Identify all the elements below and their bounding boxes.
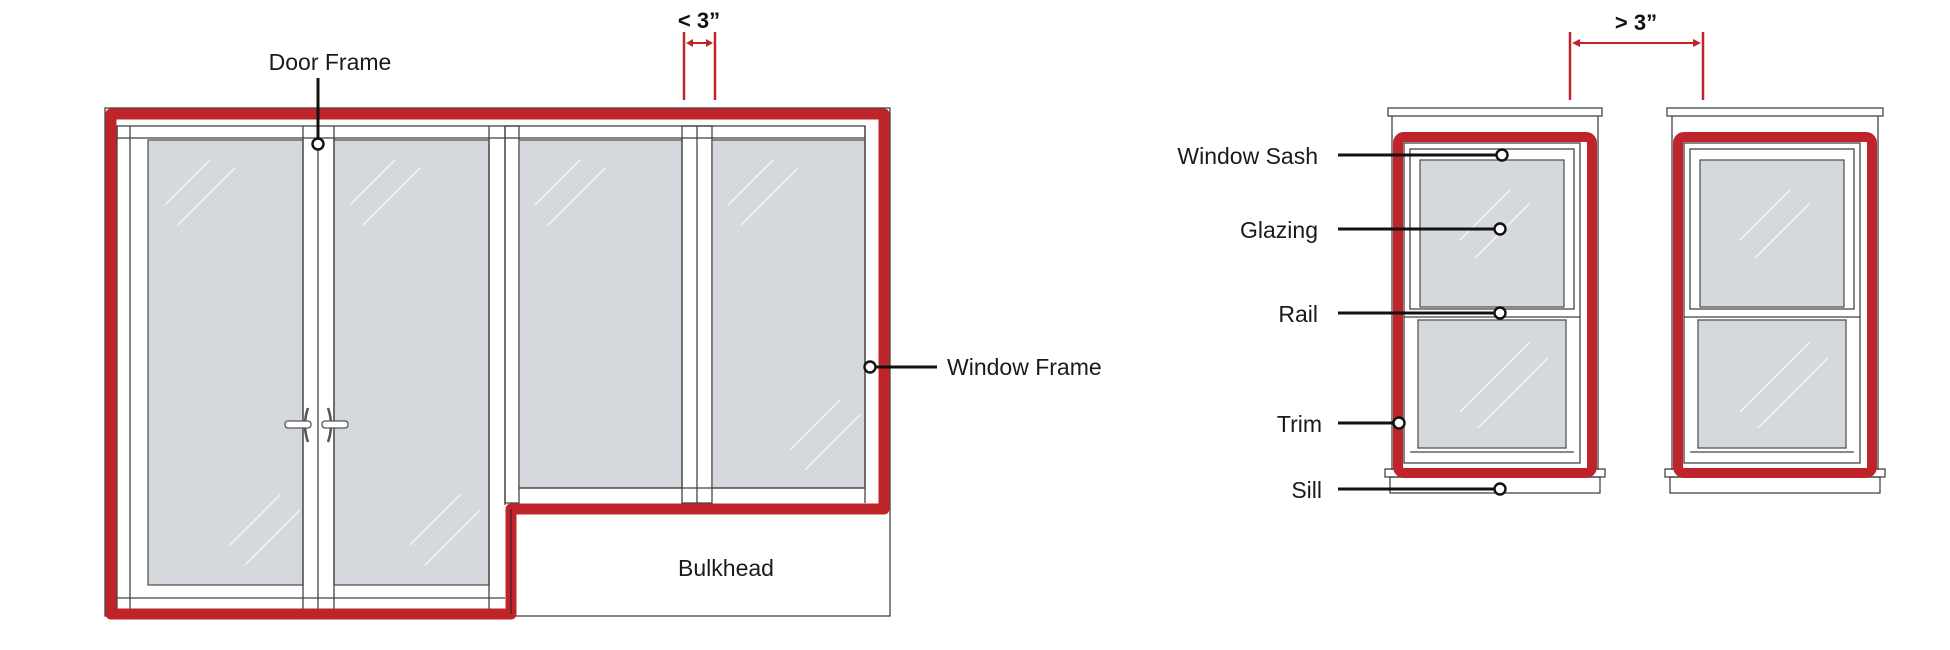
sill-label: Sill	[1291, 477, 1322, 503]
door-frame-marker	[311, 137, 325, 151]
window-part-callouts: Window Sash Glazing Rail Trim Sill	[1177, 143, 1509, 503]
window-sash-label: Window Sash	[1177, 143, 1318, 169]
door-glass-left	[147, 139, 304, 586]
trim-marker	[1392, 416, 1406, 430]
rail-label: Rail	[1278, 301, 1318, 327]
window-frame-marker	[863, 360, 877, 374]
door-glass-right	[333, 139, 490, 586]
window-sash-marker	[1495, 148, 1509, 162]
sill-marker	[1493, 482, 1507, 496]
gap-dimension-large	[1568, 32, 1705, 100]
bulkhead-label: Bulkhead	[678, 555, 774, 581]
upper-glazing-left	[1419, 159, 1565, 308]
lower-glazing-left	[1417, 319, 1567, 449]
trim-label: Trim	[1277, 411, 1322, 437]
window-glass-1	[518, 139, 683, 489]
glass-reflections	[164, 159, 861, 566]
door-handles-icon	[284, 407, 349, 443]
rail-marker	[1493, 306, 1507, 320]
glazing-marker	[1493, 222, 1507, 236]
gap-dimension-small	[682, 32, 717, 100]
lower-glazing-right	[1697, 319, 1847, 449]
dimension-label-small: < 3”	[678, 8, 720, 33]
double-hung-window-left	[1384, 107, 1606, 494]
highlighted-sash-left	[1393, 132, 1597, 478]
highlighted-sash-right	[1673, 132, 1877, 478]
upper-glazing-right	[1699, 159, 1845, 308]
dimension-label-large: > 3”	[1615, 10, 1657, 35]
double-hung-window-right	[1664, 107, 1886, 494]
window-frame-label: Window Frame	[947, 354, 1102, 380]
storefront-elevation: < 3” Door Frame Window Frame Bulkhead	[104, 8, 1102, 620]
glazing-label: Glazing	[1240, 217, 1318, 243]
window-glass-2	[711, 139, 866, 489]
door-frame-label: Door Frame	[269, 49, 392, 75]
